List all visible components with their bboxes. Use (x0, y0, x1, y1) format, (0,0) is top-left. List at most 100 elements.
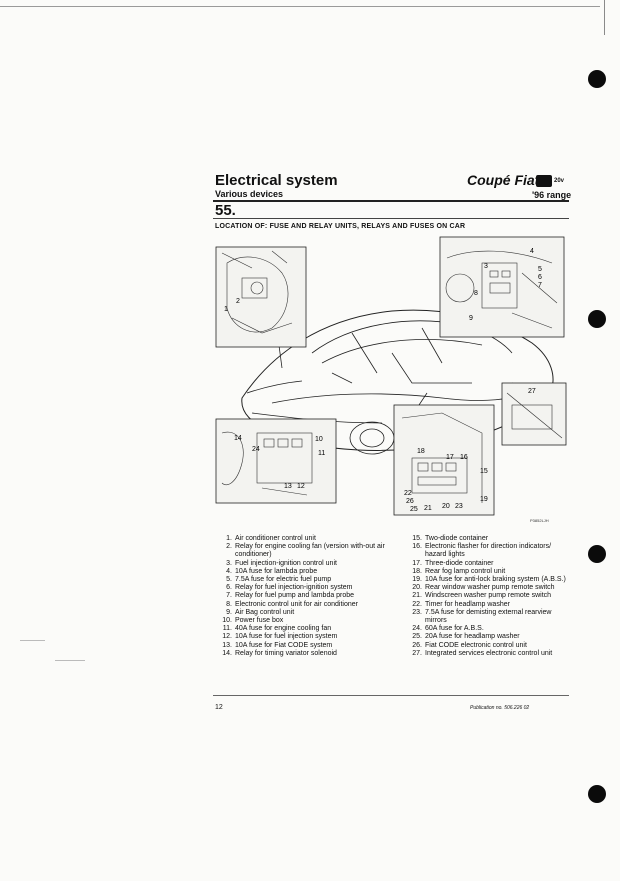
legend-item-number: 2. (226, 543, 232, 551)
legend-item-text: Electronic flasher for direction indicat… (425, 543, 552, 559)
legend-item-text: Timer for headlamp washer (425, 600, 510, 608)
callout-8: 8 (474, 290, 478, 297)
punch-hole (588, 70, 606, 88)
legend-item-number: 11. (222, 625, 232, 633)
callout-26: 26 (406, 498, 414, 505)
brand-logo-icon (536, 175, 552, 187)
legend-item-text: 40A fuse for engine cooling fan (235, 625, 332, 633)
legend-item-number: 27. (412, 649, 422, 657)
legend-item: 8.Electronic control unit for air condit… (215, 601, 390, 609)
legend-item-text: Fuel injection-ignition control unit (235, 559, 337, 567)
legend-item: 13.10A fuse for Fiat CODE system (215, 642, 390, 650)
callout-21: 21 (424, 505, 432, 512)
legend-item: 16.Electronic flasher for direction indi… (405, 543, 570, 559)
legend-item: 20.Rear window washer pump remote switch (405, 584, 570, 592)
callout-11: 11 (318, 450, 325, 457)
figure-code: P3852LJH (530, 518, 549, 523)
header-rule (213, 200, 569, 202)
legend-item-number: 5. (226, 576, 232, 584)
car-fuse-location-diagram: 1 2 3 4 5 6 7 8 9 10 11 12 13 14 15 16 1… (215, 236, 567, 516)
legend-item: 18.Rear fog lamp control unit (405, 568, 570, 576)
legend-item-text: Two-diode container (425, 535, 489, 542)
legend-item: 5.7.5A fuse for electric fuel pump (215, 576, 390, 584)
legend-item-text: Three-diode container (425, 559, 494, 567)
legend-item-number: 6. (226, 584, 232, 592)
callout-4: 4 (530, 248, 534, 255)
callout-1: 1 (224, 306, 228, 313)
legend-item-number: 17. (412, 559, 422, 567)
legend-item: 25.20A fuse for headlamp washer (405, 633, 570, 641)
scan-top-edge (0, 6, 600, 7)
legend-item-number: 8. (226, 600, 232, 608)
legend-item-number: 1. (226, 535, 232, 542)
page-number: 12 (215, 704, 223, 711)
legend-item-number: 19. (412, 576, 422, 584)
legend-item-number: 13. (222, 641, 232, 649)
callout-3: 3 (484, 263, 488, 270)
legend-item-number: 18. (412, 567, 422, 575)
legend-item: 21.Windscreen washer pump remote switch (405, 592, 570, 600)
scan-mark (20, 640, 45, 641)
legend-item-text: 10A fuse for Fiat CODE system (235, 641, 333, 649)
section-heading: LOCATION OF: FUSE AND RELAY UNITS, RELAY… (215, 223, 466, 230)
page-subtitle: Various devices (215, 189, 284, 199)
legend-item-number: 14. (222, 649, 232, 657)
legend-item-text: 10A fuse for anti-lock braking system (A… (425, 576, 566, 584)
legend-item-text: Relay for fuel pump and lambda probe (235, 592, 355, 600)
legend-item: 1.Air conditioner control unit (215, 535, 390, 543)
legend-item: 11.40A fuse for engine cooling fan (215, 625, 390, 633)
legend-item-number: 20. (412, 584, 422, 592)
callout-2: 2 (236, 298, 240, 305)
legend-item-text: 60A fuse for A.B.S. (425, 625, 484, 633)
legend-item-number: 16. (412, 543, 422, 551)
legend-item-text: Fiat CODE electronic control unit (425, 641, 527, 649)
legend-item-text: Windscreen washer pump remote switch (425, 592, 552, 600)
legend-item-text: Rear fog lamp control unit (425, 567, 506, 575)
legend-item-text: Relay for timing variator solenoid (235, 649, 337, 657)
punch-hole (588, 545, 606, 563)
callout-13: 13 (284, 483, 292, 490)
legend-item-text: Relay for engine cooling fan (version wi… (235, 543, 385, 559)
legend-item: 26.Fiat CODE electronic control unit (405, 642, 570, 650)
callout-22: 22 (404, 490, 412, 497)
legend-item-text: Electronic control unit for air conditio… (235, 600, 358, 608)
callout-20: 20 (442, 503, 450, 510)
scan-right-edge (604, 0, 605, 35)
legend-item-text: Integrated services electronic control u… (425, 649, 553, 657)
publication-number: Publication no. 506.226 02 (470, 705, 530, 711)
legend-item: 23.7.5A fuse for demisting external rear… (405, 609, 570, 625)
legend-item-number: 22. (412, 600, 422, 608)
legend-item: 22.Timer for headlamp washer (405, 601, 570, 609)
legend-item: 17.Three-diode container (405, 560, 570, 568)
legend-item: 15.Two-diode container (405, 535, 570, 543)
legend-item-text: Rear window washer pump remote switch (425, 584, 555, 592)
punch-hole (588, 785, 606, 803)
callout-15: 15 (480, 468, 488, 475)
callout-25: 25 (410, 506, 418, 513)
legend-item: 9.Air Bag control unit (215, 609, 390, 617)
callout-27: 27 (528, 388, 536, 395)
legend-item-number: 7. (226, 592, 232, 600)
legend-item-number: 25. (412, 633, 422, 641)
callout-19: 19 (480, 496, 488, 503)
callout-5: 5 (538, 266, 542, 273)
callout-12: 12 (297, 483, 305, 490)
legend-item-text: 10A fuse for fuel injection system (235, 633, 338, 641)
legend-item-number: 9. (226, 608, 232, 616)
callout-16: 16 (460, 454, 468, 461)
scan-mark (55, 660, 85, 661)
page-title: Electrical system (215, 172, 338, 189)
brand-name: Coupé Fiat (467, 172, 540, 188)
legend-item-text: Power fuse box (235, 617, 284, 625)
legend-item: 10.Power fuse box (215, 617, 390, 625)
legend-item-text: Relay for fuel injection-ignition system (235, 584, 353, 592)
legend-item: 6.Relay for fuel injection-ignition syst… (215, 584, 390, 592)
callout-9: 9 (469, 315, 473, 322)
legend-item-text: Air conditioner control unit (235, 535, 316, 542)
callout-17: 17 (446, 454, 454, 461)
legend-item-number: 15. (412, 535, 422, 542)
legend-item: 4.10A fuse for lambda probe (215, 568, 390, 576)
callout-18: 18 (417, 448, 425, 455)
